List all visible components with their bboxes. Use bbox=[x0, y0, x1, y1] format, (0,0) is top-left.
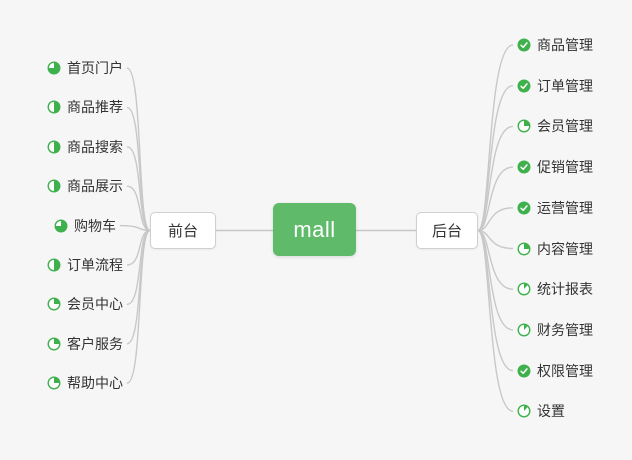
front-topic-row[interactable]: 商品展示 bbox=[47, 176, 123, 196]
root-node-label: mall bbox=[293, 216, 336, 242]
front-topic-row[interactable]: 购物车 bbox=[54, 216, 116, 236]
back-topic-row[interactable]: 权限管理 bbox=[517, 361, 593, 381]
task-progress-pie-icon bbox=[517, 119, 531, 133]
task-done-check-icon bbox=[517, 364, 531, 378]
front-topic-row[interactable]: 首页门户 bbox=[47, 58, 123, 78]
task-progress-pie-icon bbox=[517, 282, 531, 296]
task-done-check-icon bbox=[517, 201, 531, 215]
task-progress-pie-icon bbox=[54, 219, 68, 233]
back-branch-node[interactable]: 后台 bbox=[416, 212, 478, 249]
back-topic-row[interactable]: 促销管理 bbox=[517, 157, 593, 177]
front-topic-row[interactable]: 会员中心 bbox=[47, 294, 123, 314]
topic-label: 首页门户 bbox=[67, 60, 123, 76]
back-topic-row[interactable]: 运营管理 bbox=[517, 198, 593, 218]
task-progress-pie-icon bbox=[517, 242, 531, 256]
front-branch-label: 前台 bbox=[167, 223, 198, 240]
task-done-check-icon bbox=[517, 38, 531, 52]
task-progress-pie-icon bbox=[47, 258, 61, 272]
topic-label: 运营管理 bbox=[537, 199, 593, 216]
topic-label: 商品推荐 bbox=[67, 99, 123, 116]
back-topic-row[interactable]: 内容管理 bbox=[517, 239, 593, 259]
topic-label: 会员管理 bbox=[537, 118, 593, 135]
task-progress-pie-icon bbox=[47, 337, 61, 351]
topic-label: 客户服务 bbox=[67, 335, 123, 352]
topic-label: 统计报表 bbox=[537, 281, 593, 298]
back-branch-label: 后台 bbox=[431, 223, 462, 240]
topic-label: 订单流程 bbox=[67, 257, 123, 273]
task-done-check-icon bbox=[517, 79, 531, 93]
task-progress-pie-icon bbox=[47, 100, 61, 114]
task-progress-pie-icon bbox=[47, 376, 61, 390]
topic-label: 订单管理 bbox=[537, 77, 593, 94]
topic-label: 商品搜索 bbox=[67, 138, 123, 155]
back-topic-row[interactable]: 设置 bbox=[517, 401, 565, 421]
topic-label: 财务管理 bbox=[537, 321, 593, 338]
back-topic-row[interactable]: 商品管理 bbox=[517, 35, 593, 55]
task-progress-pie-icon bbox=[47, 179, 61, 193]
topic-label: 会员中心 bbox=[67, 296, 123, 313]
back-topic-row[interactable]: 财务管理 bbox=[517, 320, 593, 340]
task-progress-pie-icon bbox=[47, 297, 61, 311]
task-progress-pie-icon bbox=[47, 61, 61, 75]
task-done-check-icon bbox=[517, 160, 531, 174]
front-branch-node[interactable]: 前台 bbox=[150, 212, 216, 249]
topic-label: 设置 bbox=[537, 403, 565, 420]
front-topic-row[interactable]: 帮助中心 bbox=[47, 373, 123, 393]
root-node[interactable]: mall bbox=[273, 203, 356, 256]
topic-label: 内容管理 bbox=[537, 240, 593, 257]
task-progress-pie-icon bbox=[517, 404, 531, 418]
front-topic-row[interactable]: 客户服务 bbox=[47, 334, 123, 354]
back-topic-row[interactable]: 订单管理 bbox=[517, 76, 593, 96]
topic-label: 权限管理 bbox=[537, 362, 593, 379]
back-topic-row[interactable]: 会员管理 bbox=[517, 116, 593, 136]
task-progress-pie-icon bbox=[517, 323, 531, 337]
front-topic-row[interactable]: 订单流程 bbox=[47, 255, 123, 275]
topic-label: 促销管理 bbox=[537, 159, 593, 176]
topic-label: 帮助中心 bbox=[67, 375, 123, 392]
topic-label: 商品管理 bbox=[537, 37, 593, 53]
topic-label: 商品展示 bbox=[67, 178, 123, 195]
back-topic-row[interactable]: 统计报表 bbox=[517, 279, 593, 299]
front-topic-row[interactable]: 商品推荐 bbox=[47, 97, 123, 117]
topic-label: 购物车 bbox=[74, 217, 116, 234]
task-progress-pie-icon bbox=[47, 140, 61, 154]
front-topic-row[interactable]: 商品搜索 bbox=[47, 137, 123, 157]
